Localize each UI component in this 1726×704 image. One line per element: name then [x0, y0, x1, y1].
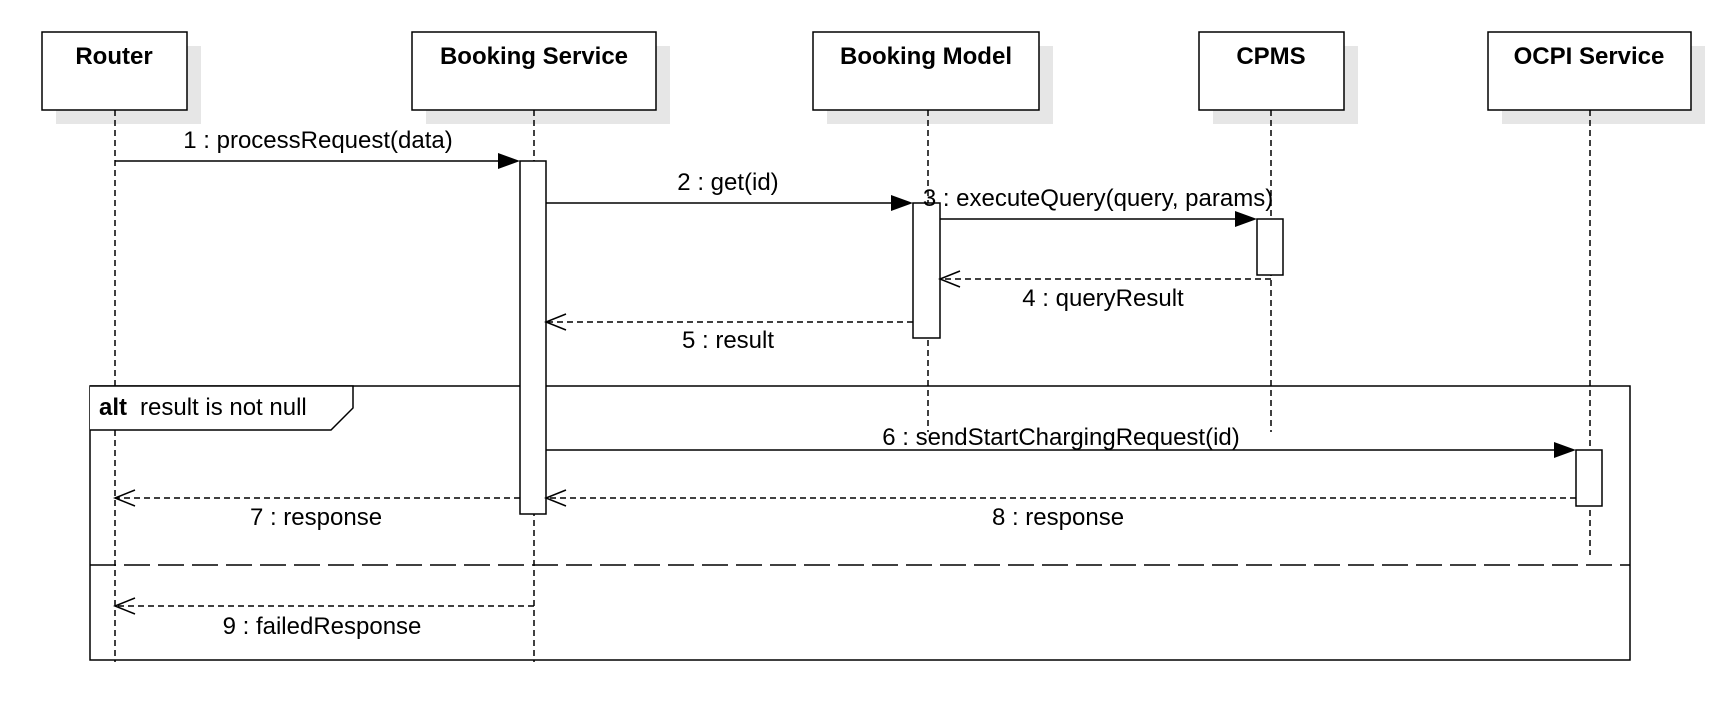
- arrowhead-filled: [891, 195, 913, 211]
- message-7-label: 7 : response: [250, 504, 382, 531]
- activation-booking-service: [519, 160, 547, 515]
- actor-router-name: Router: [75, 43, 152, 70]
- message-2-label: 2 : get(id): [677, 169, 778, 196]
- alt-frame-keyword: alt: [99, 394, 127, 421]
- alt-frame: alt result is not null: [89, 385, 1631, 661]
- alt-frame-condition: result is not null: [140, 394, 307, 421]
- actor-booking-model-name: Booking Model: [840, 43, 1012, 70]
- actor-ocpi-service: OCPI Service: [1487, 31, 1705, 124]
- actor-cpms: CPMS: [1198, 31, 1358, 124]
- activation-booking-model: [912, 202, 941, 339]
- arrowhead-filled: [1235, 211, 1257, 227]
- arrowhead-filled: [498, 153, 520, 169]
- message-4: 4 : queryResult: [937, 270, 1271, 312]
- message-1: 1 : processRequest(data): [115, 127, 520, 169]
- message-3-label: 3 : executeQuery(query, params): [923, 185, 1273, 212]
- actor-booking-service: Booking Service: [411, 31, 670, 124]
- actor-booking-model: Booking Model: [812, 31, 1053, 124]
- message-8: 8 : response: [543, 489, 1576, 531]
- arrowhead-open: [543, 489, 567, 507]
- message-7: 7 : response: [112, 489, 520, 531]
- actor-booking-service-name: Booking Service: [440, 43, 628, 70]
- actor-router: Router: [41, 31, 201, 124]
- message-9: 9 : failedResponse: [112, 597, 534, 640]
- actor-ocpi-service-name: OCPI Service: [1514, 43, 1665, 70]
- activation-ocpi-service: [1575, 449, 1603, 507]
- message-6-label: 6 : sendStartChargingRequest(id): [882, 424, 1240, 451]
- arrowhead-open: [543, 313, 567, 331]
- arrowhead-open: [112, 597, 136, 615]
- message-5: 5 : result: [543, 313, 913, 354]
- message-4-label: 4 : queryResult: [1022, 285, 1184, 312]
- message-5-label: 5 : result: [682, 327, 774, 354]
- arrowhead-open: [112, 489, 136, 507]
- message-2: 2 : get(id): [546, 169, 913, 211]
- arrowhead-filled: [1554, 442, 1576, 458]
- arrowhead-open: [937, 270, 961, 288]
- message-3: 3 : executeQuery(query, params): [923, 185, 1273, 227]
- message-8-label: 8 : response: [992, 504, 1124, 531]
- message-9-label: 9 : failedResponse: [223, 613, 422, 640]
- actor-cpms-name: CPMS: [1236, 43, 1305, 70]
- message-6: 6 : sendStartChargingRequest(id): [546, 424, 1576, 458]
- activation-cpms: [1256, 218, 1284, 276]
- message-1-label: 1 : processRequest(data): [183, 127, 452, 154]
